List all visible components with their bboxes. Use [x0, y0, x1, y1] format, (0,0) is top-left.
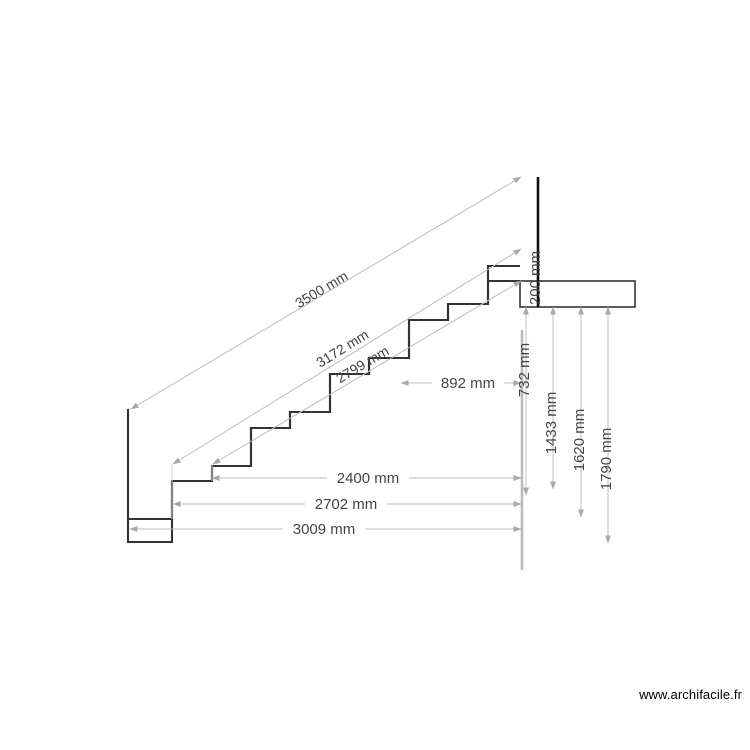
extension-lines — [171, 464, 213, 519]
dim-label-892: 892 mm — [441, 375, 495, 392]
bottom-step — [126, 519, 174, 544]
dim-label-3009: 3009 mm — [293, 521, 356, 538]
dim-label-732: 732 mm — [516, 343, 533, 397]
diagonal-dimensions — [130, 176, 522, 465]
vertical-dimension-labels: 200 mm 732 mm 1433 mm 1620 mm 1790 mm — [516, 251, 615, 490]
dim-label-2400: 2400 mm — [337, 470, 400, 487]
dim-label-1790: 1790 mm — [598, 428, 615, 491]
vertical-dimensions — [523, 306, 611, 544]
dim-label-3500: 3500 mm — [292, 267, 350, 311]
dim-label-2702: 2702 mm — [315, 496, 378, 513]
dim-label-1620: 1620 mm — [571, 409, 588, 472]
horizontal-dimension-labels: 892 mm 2400 mm 2702 mm 3009 mm — [283, 374, 504, 538]
watermark-archifacile: www.archifacile.fr — [639, 687, 742, 702]
dim-line-2799 — [212, 280, 522, 465]
dim-label-1433: 1433 mm — [543, 392, 560, 455]
diagonal-dimension-labels: 3500 mm 3172 mm 2799 mm — [292, 267, 391, 386]
dim-label-200: 200 mm — [527, 251, 544, 305]
